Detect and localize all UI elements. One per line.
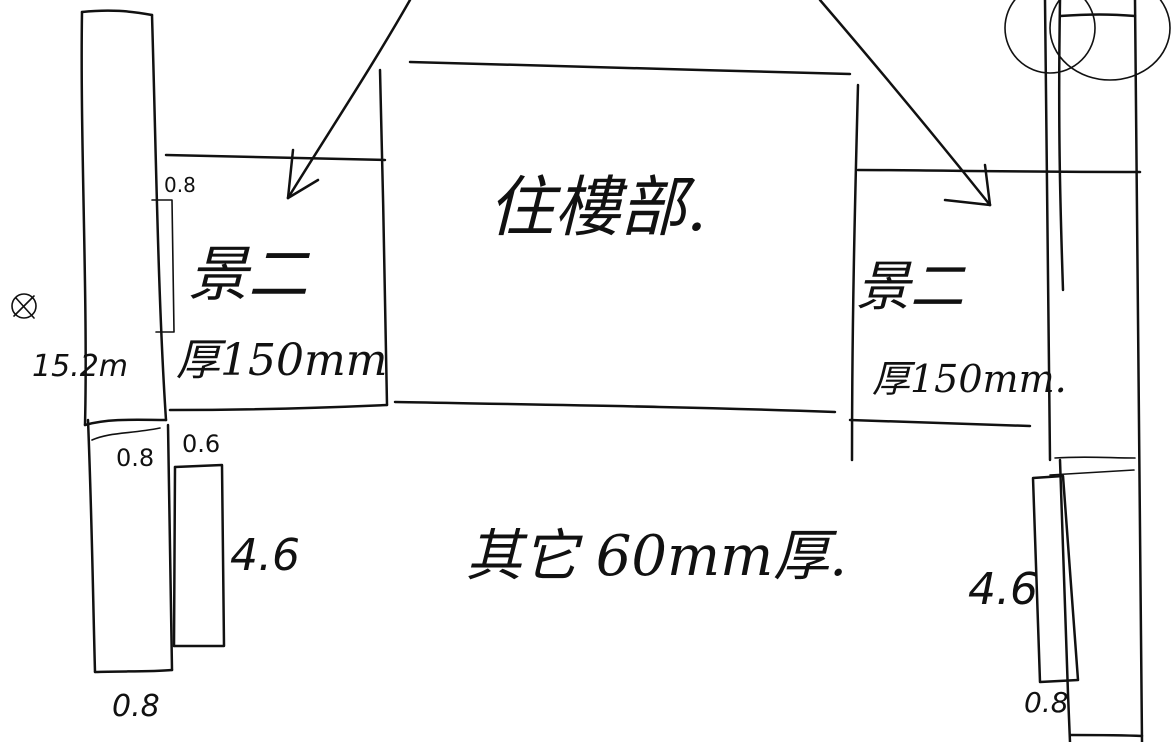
bottom-label: 其它 60mm厚. <box>466 524 847 589</box>
right-small-panel <box>1031 474 1080 684</box>
right-slab-label: 景二 <box>856 255 966 318</box>
left-thickness-label: 厚150mm <box>176 335 387 386</box>
left-dim-bottom: 0.8 <box>112 689 160 724</box>
left-slab-label: 景二 <box>188 240 311 310</box>
right-slab-outline <box>848 83 1142 462</box>
left-dim-46: 4.6 <box>230 530 300 581</box>
left-arrow <box>286 0 412 200</box>
left-scribble-mark <box>11 293 37 319</box>
right-dim-46: 4.6 <box>968 564 1038 615</box>
left-slab-outline <box>164 68 389 412</box>
right-dim-bottom: 0.8 <box>1024 686 1069 719</box>
left-column <box>80 9 174 674</box>
left-small-panel <box>172 463 226 648</box>
center-block <box>393 60 852 414</box>
right-arrow <box>818 0 992 207</box>
left-note-label: 15.2m <box>32 349 128 384</box>
right-column <box>1004 0 1171 742</box>
right-thickness-label: 厚150mm. <box>872 357 1067 401</box>
left-dim-mid-a: 0.8 <box>116 444 154 472</box>
center-label: 住樓部. <box>488 169 707 246</box>
left-dimension-bracket <box>151 199 175 333</box>
left-dim-mid-b: 0.6 <box>182 430 220 458</box>
left-dim-top: 0.8 <box>164 173 196 197</box>
